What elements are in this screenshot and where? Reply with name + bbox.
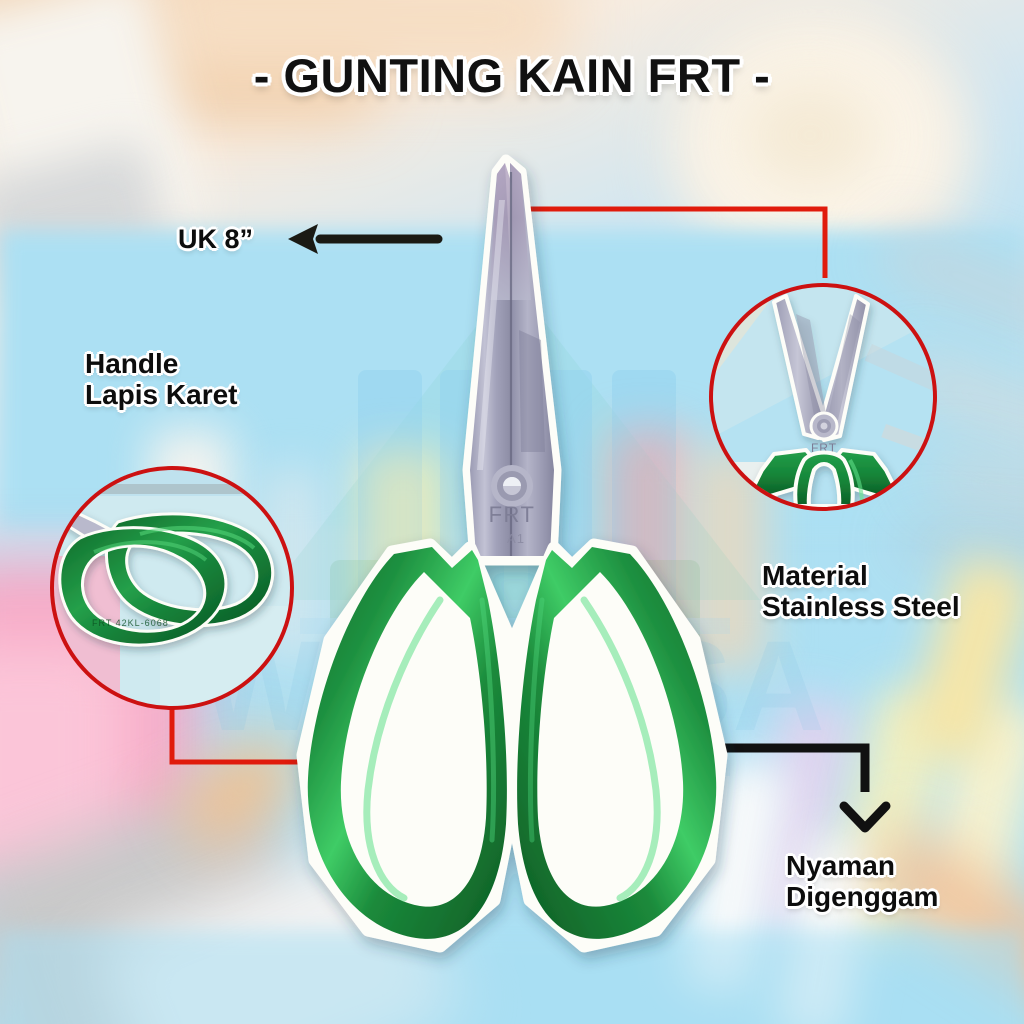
handle-left: [307, 547, 507, 939]
annotation-material-line1: Material: [762, 560, 868, 591]
pivot-screw: [491, 465, 533, 507]
svg-text:FRT 42KL-6068: FRT 42KL-6068: [92, 618, 169, 628]
annotation-label-handle: Handle Lapis Karet: [85, 348, 238, 411]
annotation-nyaman-line1: Nyaman: [786, 850, 895, 881]
blade-model-engraving: A1: [507, 531, 525, 546]
annotation-label-nyaman: Nyaman Digenggam: [786, 850, 938, 913]
annotation-nyaman-line2: Digenggam: [786, 881, 939, 913]
annotation-label-material: Material Stainless Steel: [762, 560, 960, 623]
annotation-material-line2: Stainless Steel: [762, 591, 960, 623]
annotation-uk8-line1: UK 8”: [178, 224, 254, 254]
annotation-label-uk8: UK 8”: [178, 224, 253, 254]
annotation-handle-line1: Handle: [85, 348, 179, 379]
blade-brand-engraving: FRT: [489, 502, 536, 527]
page-title: - GUNTING KAIN FRT -: [253, 49, 771, 102]
annotation-handle-line2: Lapis Karet: [85, 379, 238, 411]
blade-closeup-circle: FRT: [709, 283, 937, 511]
handle-closeup-circle: FRT 42KL-6068: [50, 466, 294, 710]
handle-right: [517, 547, 717, 939]
